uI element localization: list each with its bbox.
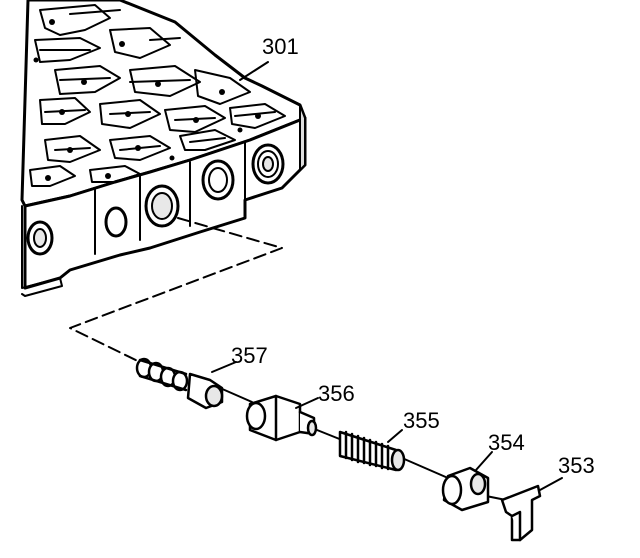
- leader-356: [295, 397, 319, 409]
- valve-body: [20, 0, 307, 297]
- callout-353: 353: [558, 453, 595, 478]
- callout-356: 356: [318, 381, 355, 406]
- valve-sleeve-356: [245, 394, 318, 442]
- leader-354: [475, 451, 493, 471]
- retainer-353: [500, 484, 542, 542]
- spool-valve-357: [135, 357, 224, 410]
- leader-301: [239, 61, 269, 81]
- leader-357: [211, 361, 237, 373]
- spring-355: [338, 430, 406, 472]
- callout-355: 355: [403, 408, 440, 433]
- callout-301: 301: [262, 34, 299, 59]
- assembly-line: [69, 217, 283, 367]
- leader-355: [387, 429, 403, 443]
- leader-353: [539, 477, 563, 491]
- callout-357: 357: [231, 343, 268, 368]
- callout-354: 354: [488, 430, 525, 455]
- plug-354: [441, 466, 490, 512]
